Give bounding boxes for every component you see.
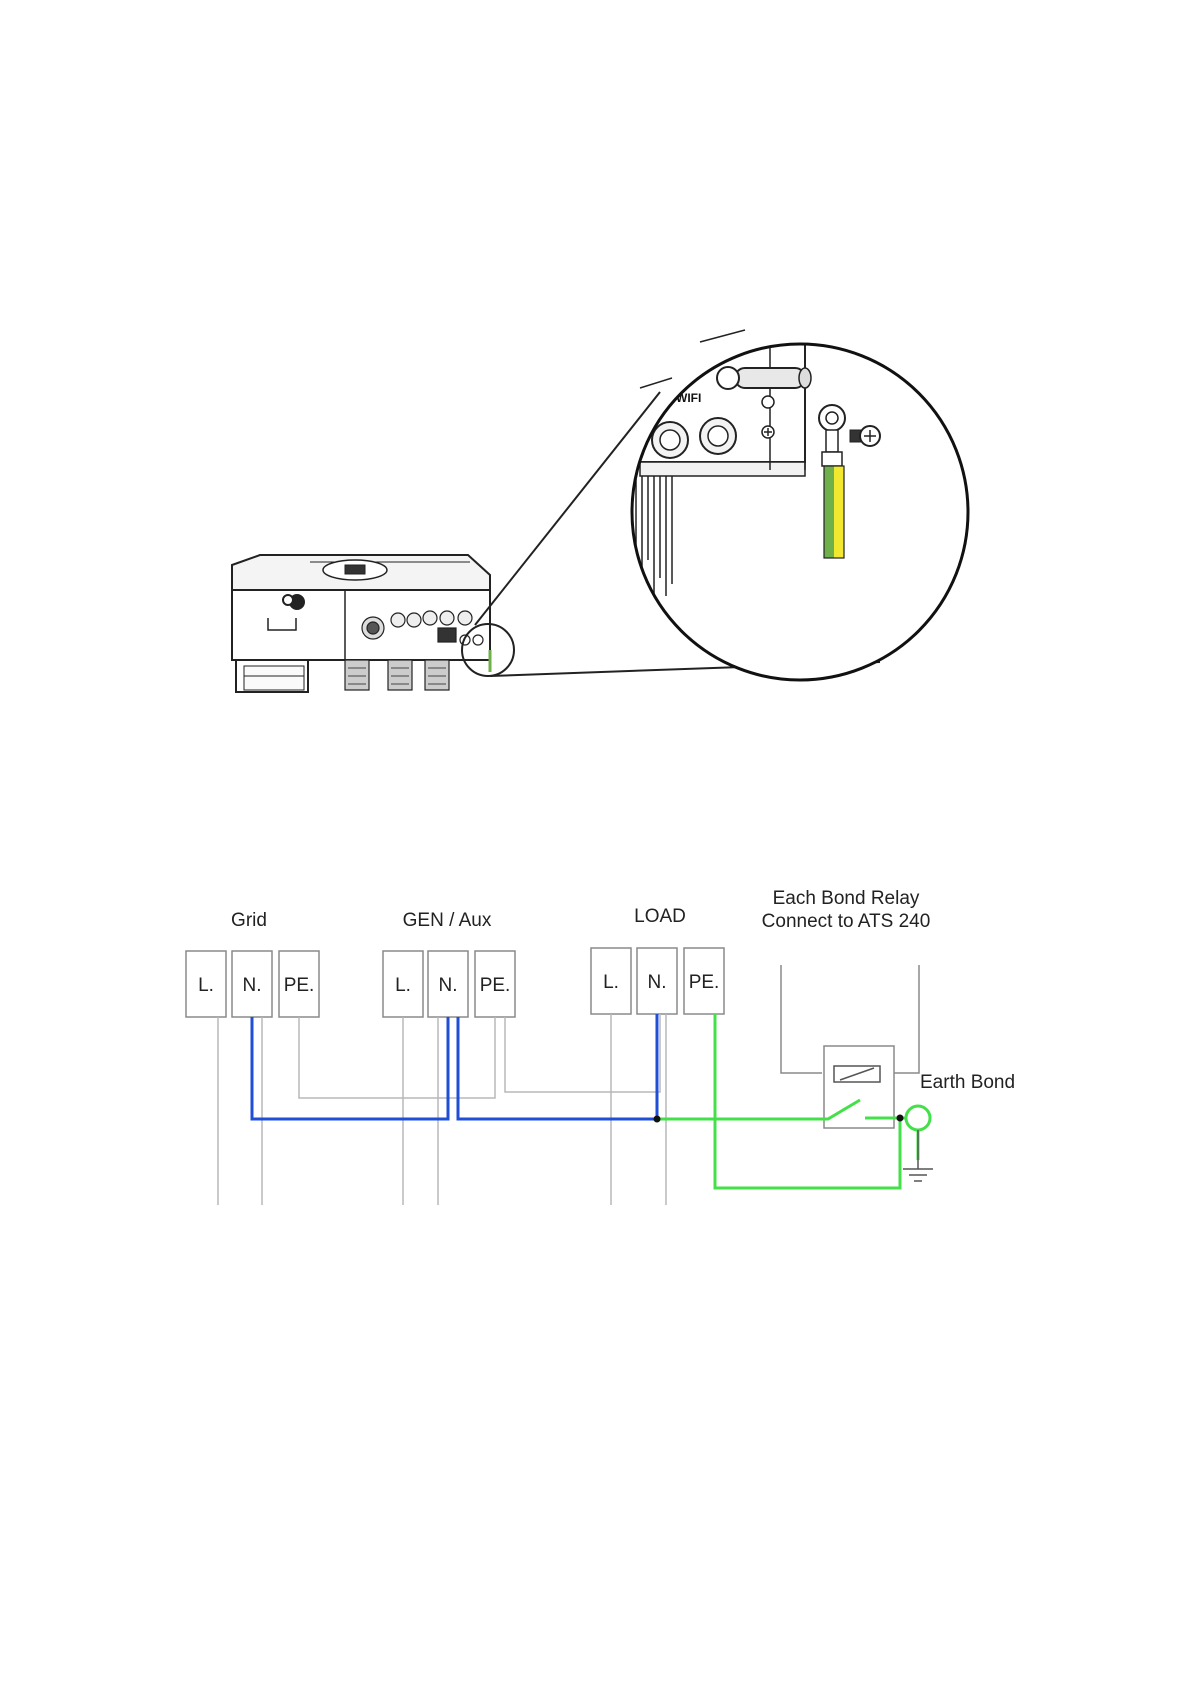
inverter-unit <box>232 555 490 692</box>
load-terminal-l-text: L. <box>603 972 619 993</box>
relay-coil-wire-left <box>781 965 822 1073</box>
gen-terminals: L. N. PE. <box>383 951 515 1017</box>
grid-label: Grid <box>231 910 267 931</box>
gen-terminal-l-text: L. <box>395 975 411 996</box>
grid-terminal-l-text: L. <box>198 975 214 996</box>
bond-relay <box>781 965 919 1128</box>
gen-terminal-pe-text: PE. <box>480 975 511 996</box>
load-terminal-pe-text: PE. <box>689 972 720 993</box>
zoom-detail: WIFI <box>620 330 980 680</box>
earth-bond-label: Earth Bond <box>920 1072 1015 1093</box>
grid-terminal-pe-text: PE. <box>284 975 315 996</box>
inverter-illustration: WIFI <box>232 330 980 692</box>
line-wires <box>218 1014 666 1205</box>
earth-ground-icon <box>903 1106 933 1181</box>
gen-aux-label: GEN / Aux <box>403 910 492 931</box>
grid-terminal-n-text: N. <box>243 975 262 996</box>
wiring-diagram: Grid GEN / Aux LOAD Each Bond Relay Conn… <box>186 888 1015 1205</box>
relay-label-line2: Connect to ATS 240 <box>762 911 931 932</box>
grid-terminals: L. N. PE. <box>186 951 319 1017</box>
load-label: LOAD <box>634 906 686 927</box>
load-terminals: L. N. PE. <box>591 948 724 1014</box>
gen-terminal-n-text: N. <box>439 975 458 996</box>
load-terminal-n-text: N. <box>648 972 667 993</box>
neutral-junction-dot <box>654 1116 661 1123</box>
neutral-wires <box>252 1014 657 1119</box>
relay-label-line1: Each Bond Relay <box>773 888 920 909</box>
bond-junction-dot <box>897 1115 904 1122</box>
